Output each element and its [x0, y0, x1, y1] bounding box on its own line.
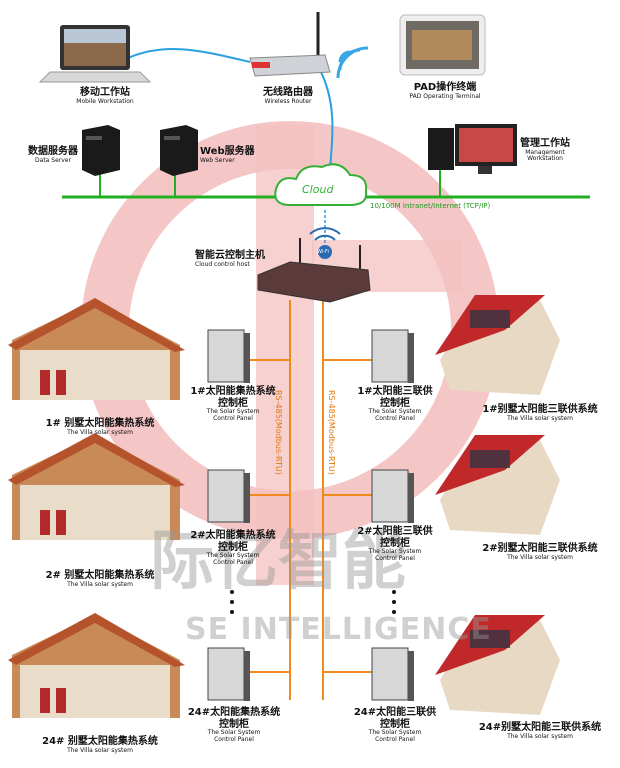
wifi-label: Wi-Fi [317, 249, 329, 255]
watermark-cn: 际亿智能 [150, 525, 406, 599]
intranet-label: 10/100M Intranet/Internet (TCP/IP) [370, 202, 491, 210]
cloud-label: Cloud [302, 183, 334, 196]
watermark-en: SE INTELLIGENCE [185, 612, 492, 647]
rs485-right-label: RS-485(Modbus-RTU) [327, 390, 336, 475]
